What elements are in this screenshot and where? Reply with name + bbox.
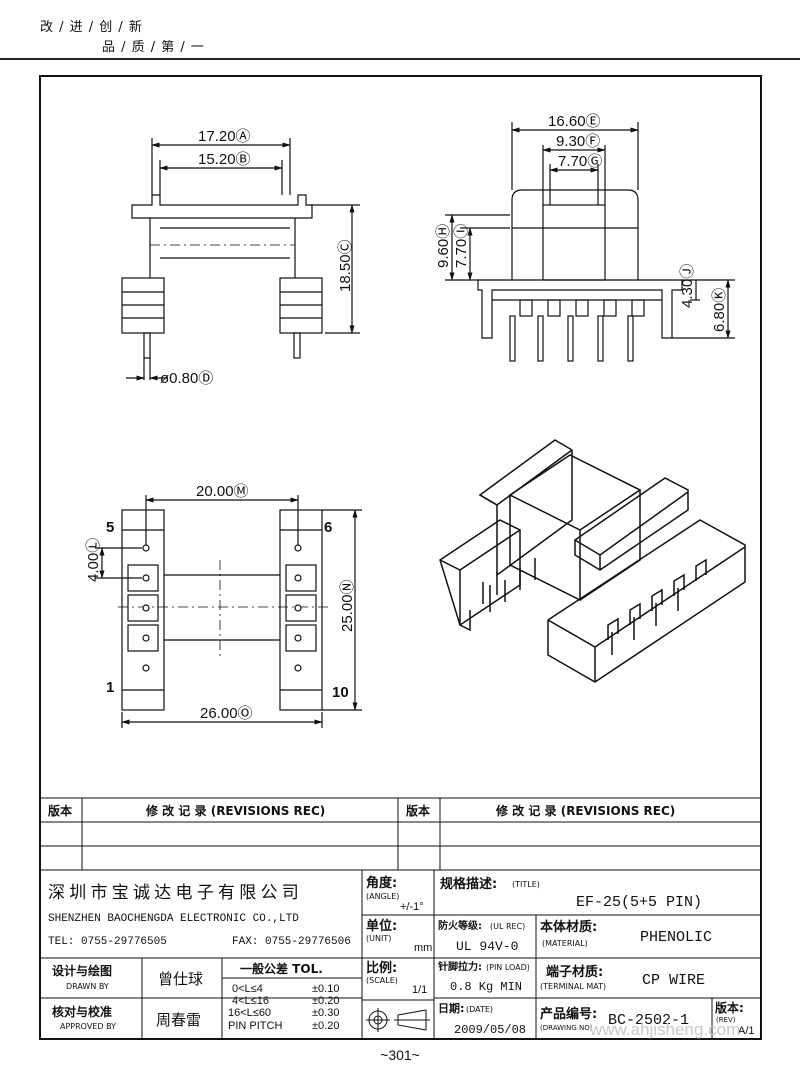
- bottom-view: [95, 495, 362, 728]
- title-block: 深 圳 市 宝 诚 达 电 子 有 限 公 司 SHENZHEN BAOCHEN…: [48, 875, 755, 1037]
- pin-load-label: 针脚拉力:: [438, 960, 482, 973]
- scale-label-en: (SCALE): [366, 976, 398, 985]
- date-label: 日期:: [438, 1001, 464, 1015]
- revisions-table: 版本 修 改 记 录 (REVISIONS REC) 版本 修 改 记 录 (R…: [48, 803, 675, 818]
- title-block-lines: [40, 870, 761, 1040]
- unit-label-en: (UNIT): [366, 934, 391, 943]
- angle-label-en: (ANGLE): [366, 892, 399, 901]
- tolerance-value-2: ±0.20: [312, 995, 339, 1007]
- dim-j: 4.30Ⓙ: [679, 264, 696, 308]
- drawing-number-value: BC-2502-1: [608, 1012, 689, 1029]
- tolerance-value-3: ±0.30: [312, 1007, 339, 1019]
- rev-col-label-right: 版本: [406, 803, 430, 818]
- approved-by-name: 周春雷: [156, 1011, 201, 1029]
- company-fax: FAX: 0755-29776506: [232, 936, 351, 948]
- revision-label-en: (REV): [716, 1016, 736, 1024]
- revisions-table-lines: [40, 797, 761, 871]
- isometric-view: [439, 439, 746, 683]
- tolerance-title: 一般公差 TOL.: [240, 961, 323, 976]
- scale-value: 1/1: [412, 984, 427, 996]
- fire-rating-label: 防火等级:: [438, 919, 482, 932]
- dim-n: 25.00Ⓝ: [339, 579, 356, 632]
- slogan-line-2: 品 / 质 / 第 / 一: [102, 40, 205, 55]
- company-tel: TEL: 0755-29776505: [48, 936, 167, 948]
- date-label-en: (DATE): [466, 1005, 493, 1014]
- pin-load-label-en: (PIN LOAD): [486, 963, 530, 972]
- tolerance-range-2: 4<L≤16: [232, 995, 269, 1007]
- rev-col-label-left: 版本: [48, 803, 72, 818]
- pin-number-labels: 5 6 1 10: [106, 519, 349, 701]
- tolerance-value-4: ±0.20: [312, 1020, 339, 1032]
- rev-col-title-left: 修 改 记 录 (REVISIONS REC): [145, 803, 325, 818]
- page-number: ~301~: [380, 1047, 420, 1063]
- material-label: 本体材质:: [540, 919, 597, 935]
- approved-by-label: 核对与校准: [52, 1004, 112, 1019]
- drawing-number-label: 产品编号:: [540, 1006, 597, 1022]
- pin-1-label: 1: [106, 679, 114, 696]
- drawn-by-label-en: DRAWN BY: [66, 982, 109, 991]
- dim-g: 7.70Ⓖ: [558, 153, 602, 170]
- tolerance-range-4: PIN PITCH: [228, 1020, 282, 1032]
- drawing-number-label-en: (DRAWING NO): [540, 1024, 593, 1032]
- tolerance-value-1: ±0.10: [312, 983, 339, 995]
- drawing-sheet-border: [39, 75, 762, 1040]
- dim-o: 26.00Ⓞ: [200, 705, 253, 722]
- dim-f: 9.30Ⓕ: [556, 133, 600, 150]
- side-view: [445, 122, 735, 362]
- dim-m: 20.00Ⓜ: [196, 483, 249, 500]
- tolerance-range-3: 16<L≤60: [228, 1007, 271, 1019]
- unit-value: mm: [414, 942, 432, 954]
- pin-5-label: 5: [106, 519, 114, 536]
- dim-i: 7.70Ⓘ: [453, 224, 470, 268]
- dim-c: 18.50Ⓒ: [337, 239, 354, 292]
- revision-value: A/1: [738, 1025, 755, 1037]
- dim-b: 15.20Ⓑ: [198, 151, 251, 168]
- header-rule: [0, 58, 800, 60]
- terminal-material-value: CP WIRE: [642, 972, 705, 989]
- title-value: EF-25(5+5 PIN): [576, 894, 702, 911]
- title-label-en: (TITLE): [512, 880, 540, 889]
- tolerance-range-1: 0<L≤4: [232, 983, 263, 995]
- unit-label: 单位:: [366, 918, 397, 934]
- side-pins: [509, 299, 645, 362]
- watermark: www.ahjisheng.com: [590, 1020, 741, 1039]
- title-label: 规格描述:: [440, 876, 497, 892]
- dimension-labels: 17.20Ⓐ 15.20Ⓑ 18.50Ⓒ ø0.80Ⓓ 16.60Ⓔ 9.30Ⓕ…: [85, 113, 728, 722]
- approved-by-label-en: APPROVED BY: [60, 1022, 116, 1031]
- pin-load-value: 0.8 Kg MIN: [450, 980, 522, 994]
- angle-label: 角度:: [366, 875, 397, 891]
- drawn-by-label: 设计与绘图: [52, 963, 112, 978]
- pin-6-label: 6: [324, 519, 332, 536]
- scale-label: 比例:: [366, 960, 397, 976]
- fire-rating-value: UL 94V-0: [456, 939, 518, 954]
- front-view: [121, 138, 360, 381]
- pin-10-label: 10: [332, 684, 349, 701]
- dim-l: 4.00Ⓛ: [85, 538, 102, 582]
- angle-value: +/-1°: [400, 901, 424, 913]
- dim-h: 9.60Ⓗ: [435, 224, 452, 268]
- revision-label: 版本:: [715, 1000, 744, 1015]
- date-value: 2009/05/08: [454, 1023, 526, 1037]
- drawn-by-name: 曾仕球: [158, 970, 203, 988]
- dim-d: ø0.80Ⓓ: [160, 370, 213, 387]
- fire-rating-label-en: (UL REC): [490, 922, 525, 931]
- dim-k: 6.80Ⓚ: [711, 288, 728, 332]
- slogan-line-1: 改 / 进 / 创 / 新: [40, 20, 143, 35]
- rev-col-title-right: 修 改 记 录 (REVISIONS REC): [495, 803, 675, 818]
- terminal-material-label: 端子材质:: [546, 964, 603, 980]
- dim-a: 17.20Ⓐ: [198, 128, 251, 145]
- terminal-material-label-en: (TERMINAL MAT): [540, 982, 606, 991]
- dim-e: 16.60Ⓔ: [548, 113, 601, 130]
- material-label-en: (MATERIAL): [542, 939, 588, 948]
- material-value: PHENOLIC: [640, 929, 712, 946]
- company-name-cn: 深 圳 市 宝 诚 达 电 子 有 限 公 司: [48, 883, 299, 902]
- company-name-en: SHENZHEN BAOCHENGDA ELECTRONIC CO.,LTD: [48, 913, 299, 925]
